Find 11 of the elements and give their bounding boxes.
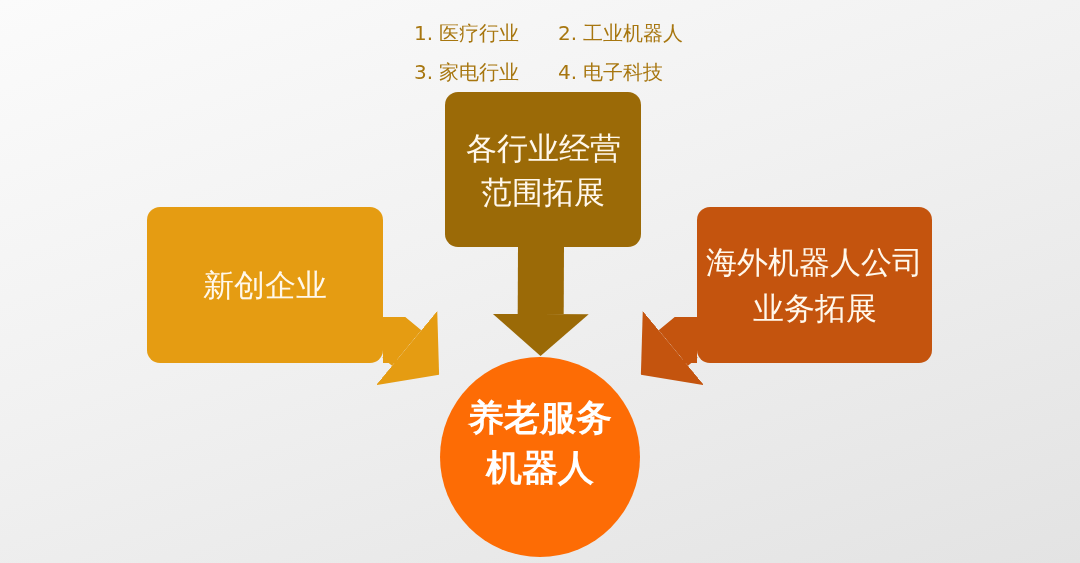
list-item: 3. 家电行业 [414,59,520,85]
rounded-box: 新创企业 [147,207,383,363]
block-arrow [492,246,589,356]
circle-node: 养老服务机器人 [440,357,640,557]
list-item: 2. 工业机器人 [558,20,684,46]
list-item: 4. 电子科技 [558,59,664,85]
rounded-box: 各行业经营范围拓展 [445,92,641,247]
list-item: 1. 医疗行业 [414,20,520,46]
block-arrow [374,310,440,386]
block-arrow [640,310,706,386]
rounded-box: 海外机器人公司业务拓展 [697,207,932,363]
